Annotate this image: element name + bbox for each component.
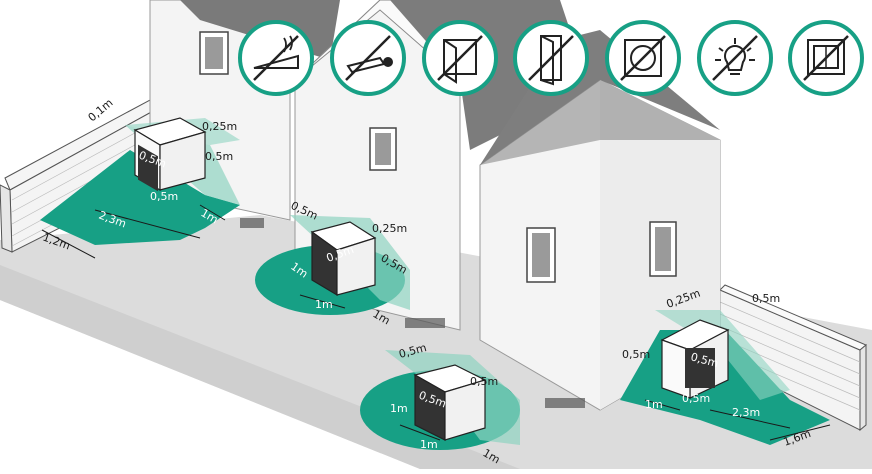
heat-pump-unit-4 — [660, 319, 730, 399]
label-left: 0,5m — [622, 348, 650, 361]
no-window-icon — [422, 20, 498, 96]
label-front-long: 2,3m — [732, 406, 760, 419]
label-right: 0,5m — [470, 375, 498, 388]
heat-pump-unit-3 — [413, 364, 487, 441]
label-right-wall: 0,5m — [752, 292, 780, 305]
label-left: 1m — [390, 402, 408, 415]
drain-grates — [240, 218, 585, 408]
label-front: 0,5m — [682, 392, 710, 405]
no-smoke-chimney-icon — [238, 20, 314, 96]
prohibition-icons — [238, 20, 864, 96]
heat-pump-unit-2 — [310, 221, 377, 297]
label-back: 0,25m — [372, 222, 407, 235]
no-light-icon — [697, 20, 773, 96]
label-side-right: 0,5m — [205, 150, 233, 163]
label-wall-gap: 0,1m — [86, 96, 116, 124]
label-left-lower: 1m — [645, 398, 663, 411]
label-front: 0,5m — [150, 190, 178, 203]
label-back: 0,25m — [202, 120, 237, 133]
no-door-icon — [513, 20, 589, 96]
dimension-lines — [41, 204, 831, 441]
label-front: 1m — [420, 438, 438, 451]
heat-pump-unit-1 — [133, 117, 207, 192]
label-front: 1m — [315, 298, 333, 311]
no-skylight-icon — [788, 20, 864, 96]
no-exhaust-pipe-icon — [330, 20, 406, 96]
no-ventilation-icon — [605, 20, 681, 96]
